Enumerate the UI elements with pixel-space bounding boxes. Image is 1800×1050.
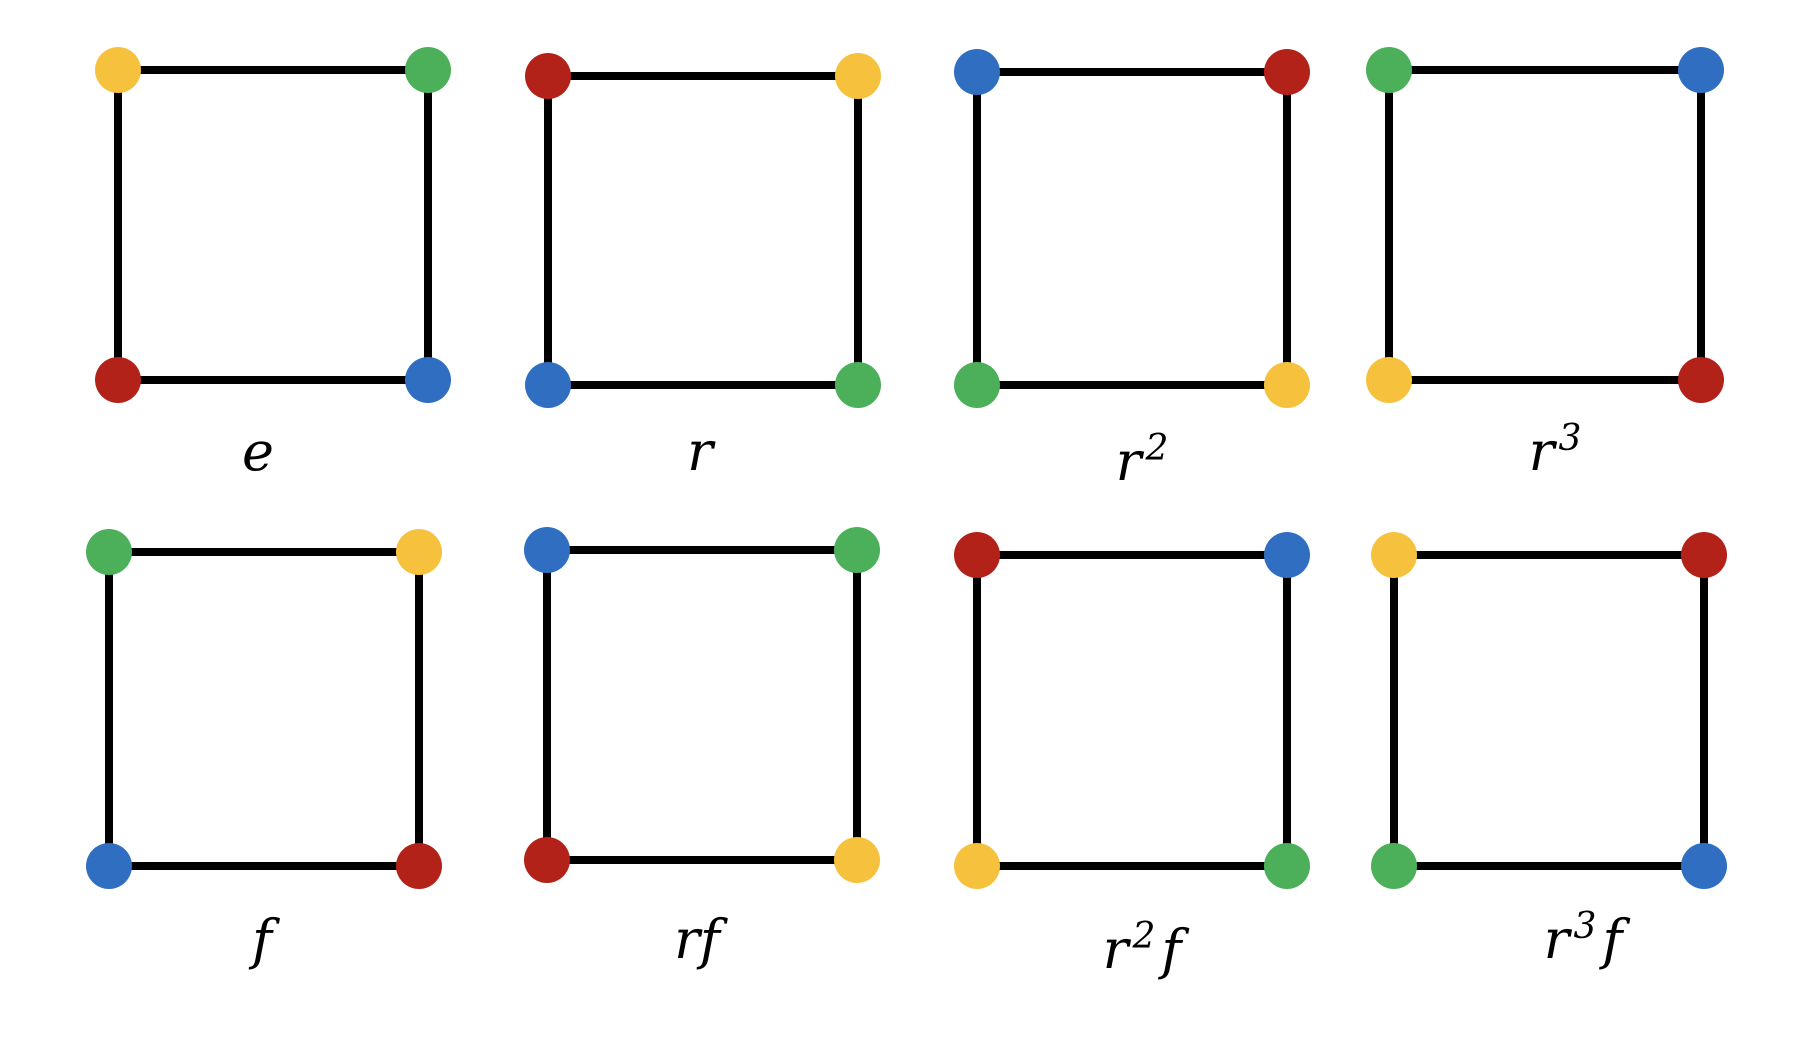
vertex-top-left-blue: [954, 49, 1000, 95]
vertex-bottom-left-blue: [525, 362, 571, 408]
vertex-top-right-green: [405, 47, 451, 93]
vertex-top-right-yellow: [396, 529, 442, 575]
vertex-top-right-green: [834, 527, 880, 573]
vertex-top-right-blue: [1264, 532, 1310, 578]
vertex-top-left-yellow: [95, 47, 141, 93]
vertex-bottom-left-yellow: [954, 843, 1000, 889]
label-base: r: [1544, 908, 1573, 971]
label-superscript: 3: [1573, 906, 1596, 947]
label-base: rf: [674, 908, 728, 971]
vertex-bottom-left-red: [95, 357, 141, 403]
label-base: f: [248, 908, 280, 971]
label-base: r: [687, 420, 716, 483]
square-5: f: [86, 529, 442, 971]
square-6: rf: [524, 527, 880, 971]
vertex-bottom-right-blue: [1681, 843, 1727, 889]
label-base: e: [242, 420, 274, 483]
vertex-bottom-left-green: [1371, 843, 1417, 889]
vertex-top-left-blue: [524, 527, 570, 573]
vertex-top-left-yellow: [1371, 532, 1417, 578]
vertex-bottom-left-yellow: [1366, 357, 1412, 403]
label-superscript: 3: [1558, 418, 1581, 459]
vertex-bottom-right-green: [835, 362, 881, 408]
vertex-top-right-red: [1681, 532, 1727, 578]
label-base: r: [1103, 918, 1132, 981]
vertex-bottom-left-blue: [86, 843, 132, 889]
square-label: r: [687, 420, 716, 483]
square-label: rf: [674, 908, 728, 971]
label-tail: f: [1598, 908, 1630, 971]
square-label: e: [242, 420, 274, 483]
vertex-top-right-yellow: [835, 53, 881, 99]
vertex-top-left-red: [954, 532, 1000, 578]
vertex-bottom-right-yellow: [1264, 362, 1310, 408]
label-base: r: [1116, 430, 1145, 493]
label-tail: f: [1157, 918, 1189, 981]
square-2: r: [525, 53, 881, 483]
vertex-bottom-left-red: [524, 837, 570, 883]
vertex-bottom-right-blue: [405, 357, 451, 403]
vertex-bottom-right-yellow: [834, 837, 880, 883]
vertex-top-right-red: [1264, 49, 1310, 95]
vertex-bottom-right-green: [1264, 843, 1310, 889]
label-superscript: 2: [1131, 916, 1155, 957]
label-base: r: [1529, 420, 1558, 483]
vertex-top-left-green: [1366, 47, 1412, 93]
vertex-top-left-green: [86, 529, 132, 575]
label-superscript: 2: [1144, 428, 1168, 469]
square-1: e: [95, 47, 451, 483]
vertex-bottom-left-green: [954, 362, 1000, 408]
vertex-bottom-right-red: [1678, 357, 1724, 403]
square-label: f: [248, 908, 280, 971]
vertex-top-right-blue: [1678, 47, 1724, 93]
vertex-top-left-red: [525, 53, 571, 99]
vertex-bottom-right-red: [396, 843, 442, 889]
